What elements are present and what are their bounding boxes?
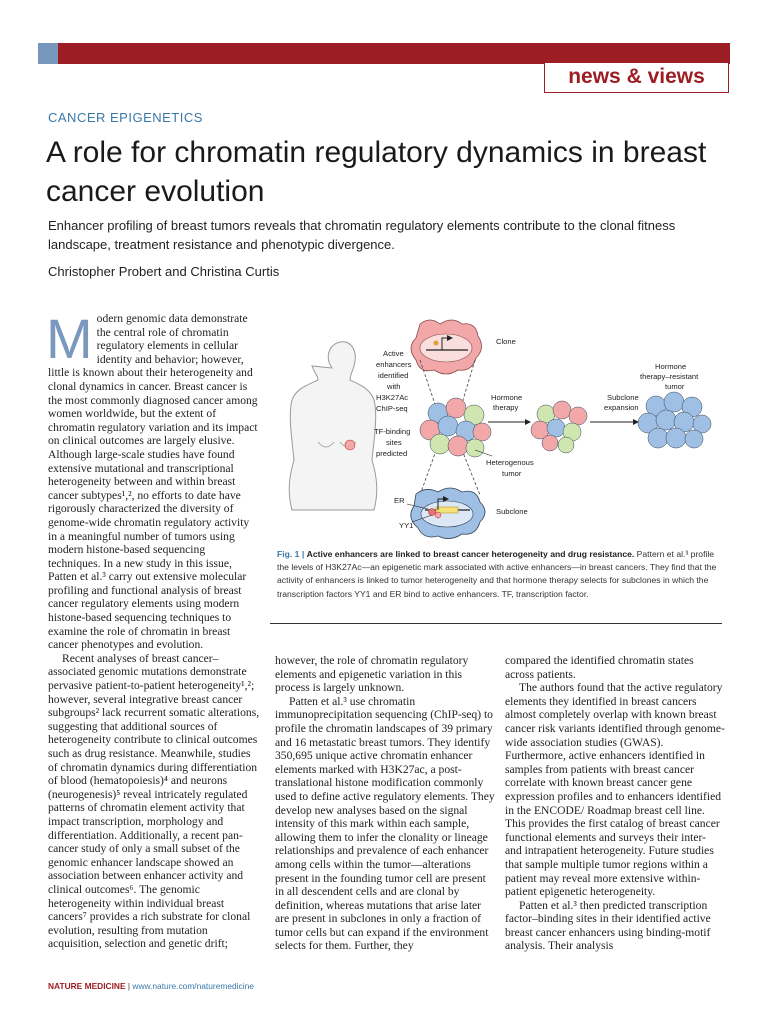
figure-illustration: Clone Active enhancers identified with H…	[288, 319, 712, 539]
body-paragraph: The authors found that the active regula…	[505, 681, 725, 899]
label-clone: Clone	[496, 337, 516, 346]
body-column-2: however, the role of chromatin regulator…	[275, 654, 495, 953]
body-paragraph: however, the role of chromatin regulator…	[275, 654, 469, 695]
standfirst: Enhancer profiling of breast tumors reve…	[48, 218, 676, 252]
resistant-tumor	[637, 391, 712, 449]
label-hormone-2: therapy	[493, 403, 519, 412]
label-active-5: H3K27Ac	[376, 393, 408, 402]
body-paragraph: Patten et al.³ use chromatin immunopreci…	[275, 694, 495, 953]
label-subclone: Subclone	[496, 507, 528, 516]
label-active-3: identified	[378, 371, 408, 380]
connector-dashed	[419, 444, 439, 496]
label-resist-1: Hormone	[655, 362, 686, 371]
clone-cell	[410, 319, 482, 375]
header-accent	[38, 43, 58, 64]
pointer-yy1	[411, 514, 433, 523]
caption-number: Fig. 1 |	[277, 549, 305, 559]
body-column-3: compared the identified chromatin states…	[505, 654, 725, 953]
label-hetero-1: Heterogenous	[486, 458, 534, 467]
label-hetero-2: tumor	[502, 469, 522, 478]
body-paragraph: Patten et al.³ then predicted transcript…	[505, 898, 711, 953]
footer-separator: |	[125, 981, 133, 991]
section-badge: news & views	[544, 62, 729, 93]
header-bar	[38, 43, 730, 64]
pointer-line	[474, 449, 493, 457]
label-active-1: Active	[383, 349, 404, 358]
label-resist-3: tumor	[665, 382, 685, 391]
paragraph-text: odern genomic data demonstrate the centr…	[48, 312, 258, 652]
label-resist-2: therapy–resistant	[640, 372, 699, 381]
caption-title: Active enhancers are linked to breast ca…	[306, 549, 635, 559]
body-paragraph: compared the identified chromatin states…	[505, 654, 694, 681]
kicker: CANCER EPIGENETICS	[48, 110, 203, 125]
heterogeneous-tumor	[419, 397, 492, 458]
woman-silhouette	[288, 341, 378, 511]
treated-tumor	[530, 400, 588, 454]
body-paragraph: Recent analyses of breast cancer–associa…	[48, 651, 260, 951]
label-active-4: with	[386, 382, 401, 391]
caption-text: Pattern et al.³ profile the levels of H3…	[277, 549, 717, 599]
page-footer: NATURE MEDICINE | www.nature.com/naturem…	[48, 981, 254, 991]
pointer-er	[406, 503, 429, 510]
connector-dashed	[459, 444, 481, 496]
label-tf-1: TF-binding	[374, 427, 410, 436]
article-title: A role for chromatin regulatory dynamics…	[46, 136, 707, 208]
drop-cap: M	[46, 307, 93, 370]
authors: Christopher Probert and Christina Curtis	[48, 264, 280, 279]
figure-1: Clone Active enhancers identified with H…	[270, 310, 730, 545]
caption-divider	[270, 623, 722, 624]
label-yy1: YY1	[399, 521, 413, 530]
label-tf-2: sites	[386, 438, 402, 447]
section-label: news & views	[568, 65, 705, 88]
label-active-6: ChIP-seq	[376, 404, 408, 413]
figure-caption: Fig. 1 | Active enhancers are linked to …	[277, 548, 717, 601]
footer-url[interactable]: www.nature.com/naturemedicine	[132, 981, 254, 991]
subclone-cell	[410, 487, 486, 539]
label-er: ER	[394, 496, 405, 505]
label-subexp-2: expansion	[604, 403, 639, 412]
label-subexp-1: Subclone	[607, 393, 639, 402]
label-tf-3: predicted	[376, 449, 407, 458]
label-hormone-1: Hormone	[491, 393, 522, 402]
footer-journal: NATURE MEDICINE	[48, 981, 126, 991]
connector-dashed	[419, 359, 438, 411]
label-active-2: enhancers	[376, 360, 412, 369]
connector-dashed	[459, 359, 476, 411]
